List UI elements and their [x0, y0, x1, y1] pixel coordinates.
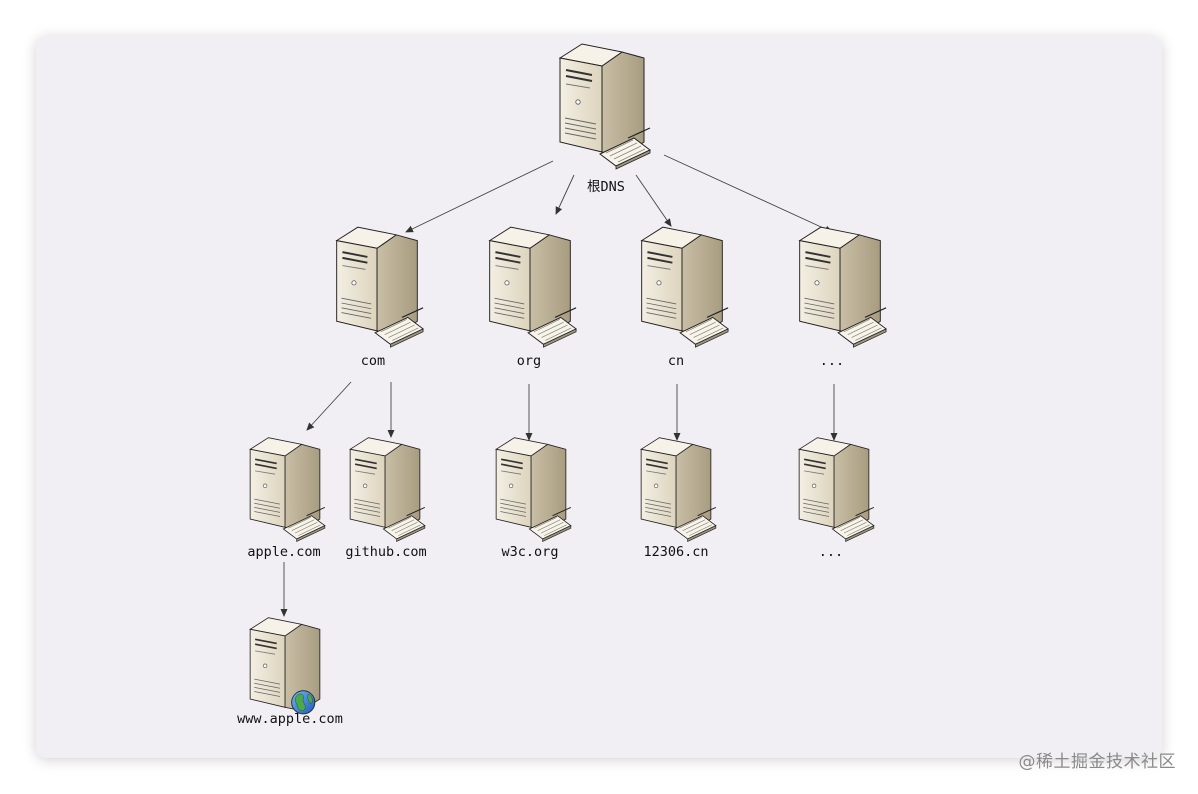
- label-12306: 12306.cn: [643, 544, 708, 560]
- com-server-icon: [335, 226, 425, 349]
- w3c-server-icon: [495, 436, 572, 543]
- watermark: @稀土掘金技术社区: [1018, 752, 1176, 772]
- diagram-card: [36, 36, 1162, 758]
- edge-root-com: [405, 160, 554, 233]
- www-apple-web-server-icon: [249, 616, 321, 715]
- more-domain-server-icon: [798, 436, 875, 543]
- label-root-dns: 根DNS: [587, 179, 625, 195]
- edge-root-org: [555, 174, 575, 215]
- cn-server-icon: [640, 226, 730, 349]
- root-dns-server-icon: [559, 43, 651, 170]
- label-github: github.com: [345, 544, 426, 560]
- label-www-apple: www.apple.com: [237, 711, 343, 727]
- edge-root-more: [663, 154, 833, 233]
- edge-root-cn: [635, 174, 672, 227]
- more-tld-server-icon: [798, 226, 888, 349]
- label-apple: apple.com: [247, 544, 320, 560]
- 12306-server-icon: [640, 436, 717, 543]
- label-more-tld: ...: [820, 353, 844, 369]
- label-org: org: [517, 353, 541, 369]
- label-w3c: w3c.org: [502, 544, 559, 560]
- label-com: com: [361, 353, 385, 369]
- label-cn: cn: [668, 353, 684, 369]
- apple-server-icon: [249, 436, 326, 543]
- org-server-icon: [488, 226, 578, 349]
- github-server-icon: [349, 436, 426, 543]
- edge-com-apple: [306, 381, 352, 431]
- label-more-domain: ...: [819, 544, 843, 560]
